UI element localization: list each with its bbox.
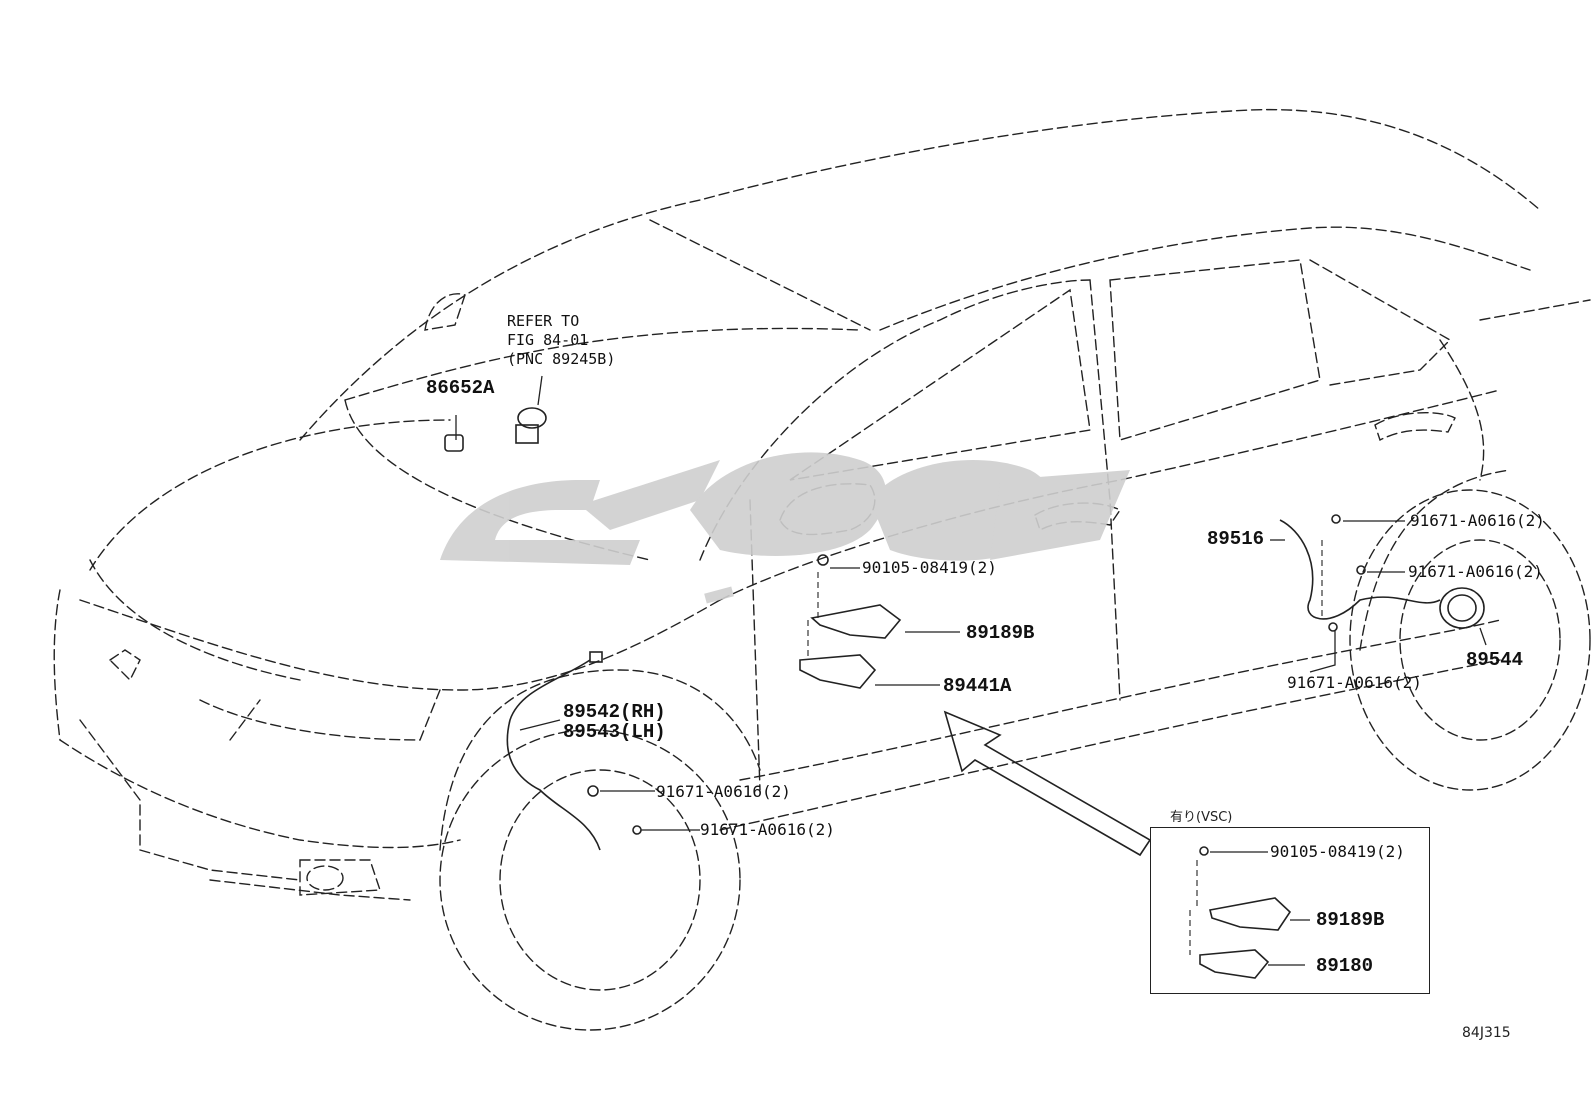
inset-part-89180[interactable]: 89180 [1316, 955, 1374, 977]
part-89544[interactable]: 89544 [1466, 649, 1524, 671]
part-86652A[interactable]: 86652A [426, 377, 495, 399]
part-90105-main[interactable]: 90105-08419(2) [862, 558, 997, 577]
part-89543-lh[interactable]: 89543(LH) [563, 721, 666, 743]
inset-title: 有り(VSC) [1170, 810, 1233, 825]
refer-note-line1: REFER TO [507, 312, 580, 330]
part-89542-rh[interactable]: 89542(RH) [563, 701, 666, 723]
part-89189B-main[interactable]: 89189B [966, 622, 1035, 644]
part-91671-top[interactable]: 91671-A0616(2) [1410, 511, 1545, 530]
part-91671-low-right[interactable]: 91671-A0616(2) [1287, 673, 1422, 692]
inset-part-89189B[interactable]: 89189B [1316, 909, 1385, 931]
inset-part-90105[interactable]: 90105-08419(2) [1270, 842, 1405, 861]
inset-box [1150, 827, 1430, 994]
part-91671-front1[interactable]: 91671-A0616(2) [656, 782, 791, 801]
part-89441A[interactable]: 89441A [943, 675, 1012, 697]
refer-note-line2: FIG 84-01 [507, 331, 589, 349]
part-89516[interactable]: 89516 [1207, 528, 1265, 550]
refer-note-line3: (PNC 89245B) [507, 350, 616, 368]
watermark [440, 452, 1130, 604]
figure-code: 84J315 [1462, 1025, 1511, 1041]
part-91671-mid[interactable]: 91671-A0616(2) [1408, 562, 1543, 581]
part-91671-front2[interactable]: 91671-A0616(2) [700, 820, 835, 839]
